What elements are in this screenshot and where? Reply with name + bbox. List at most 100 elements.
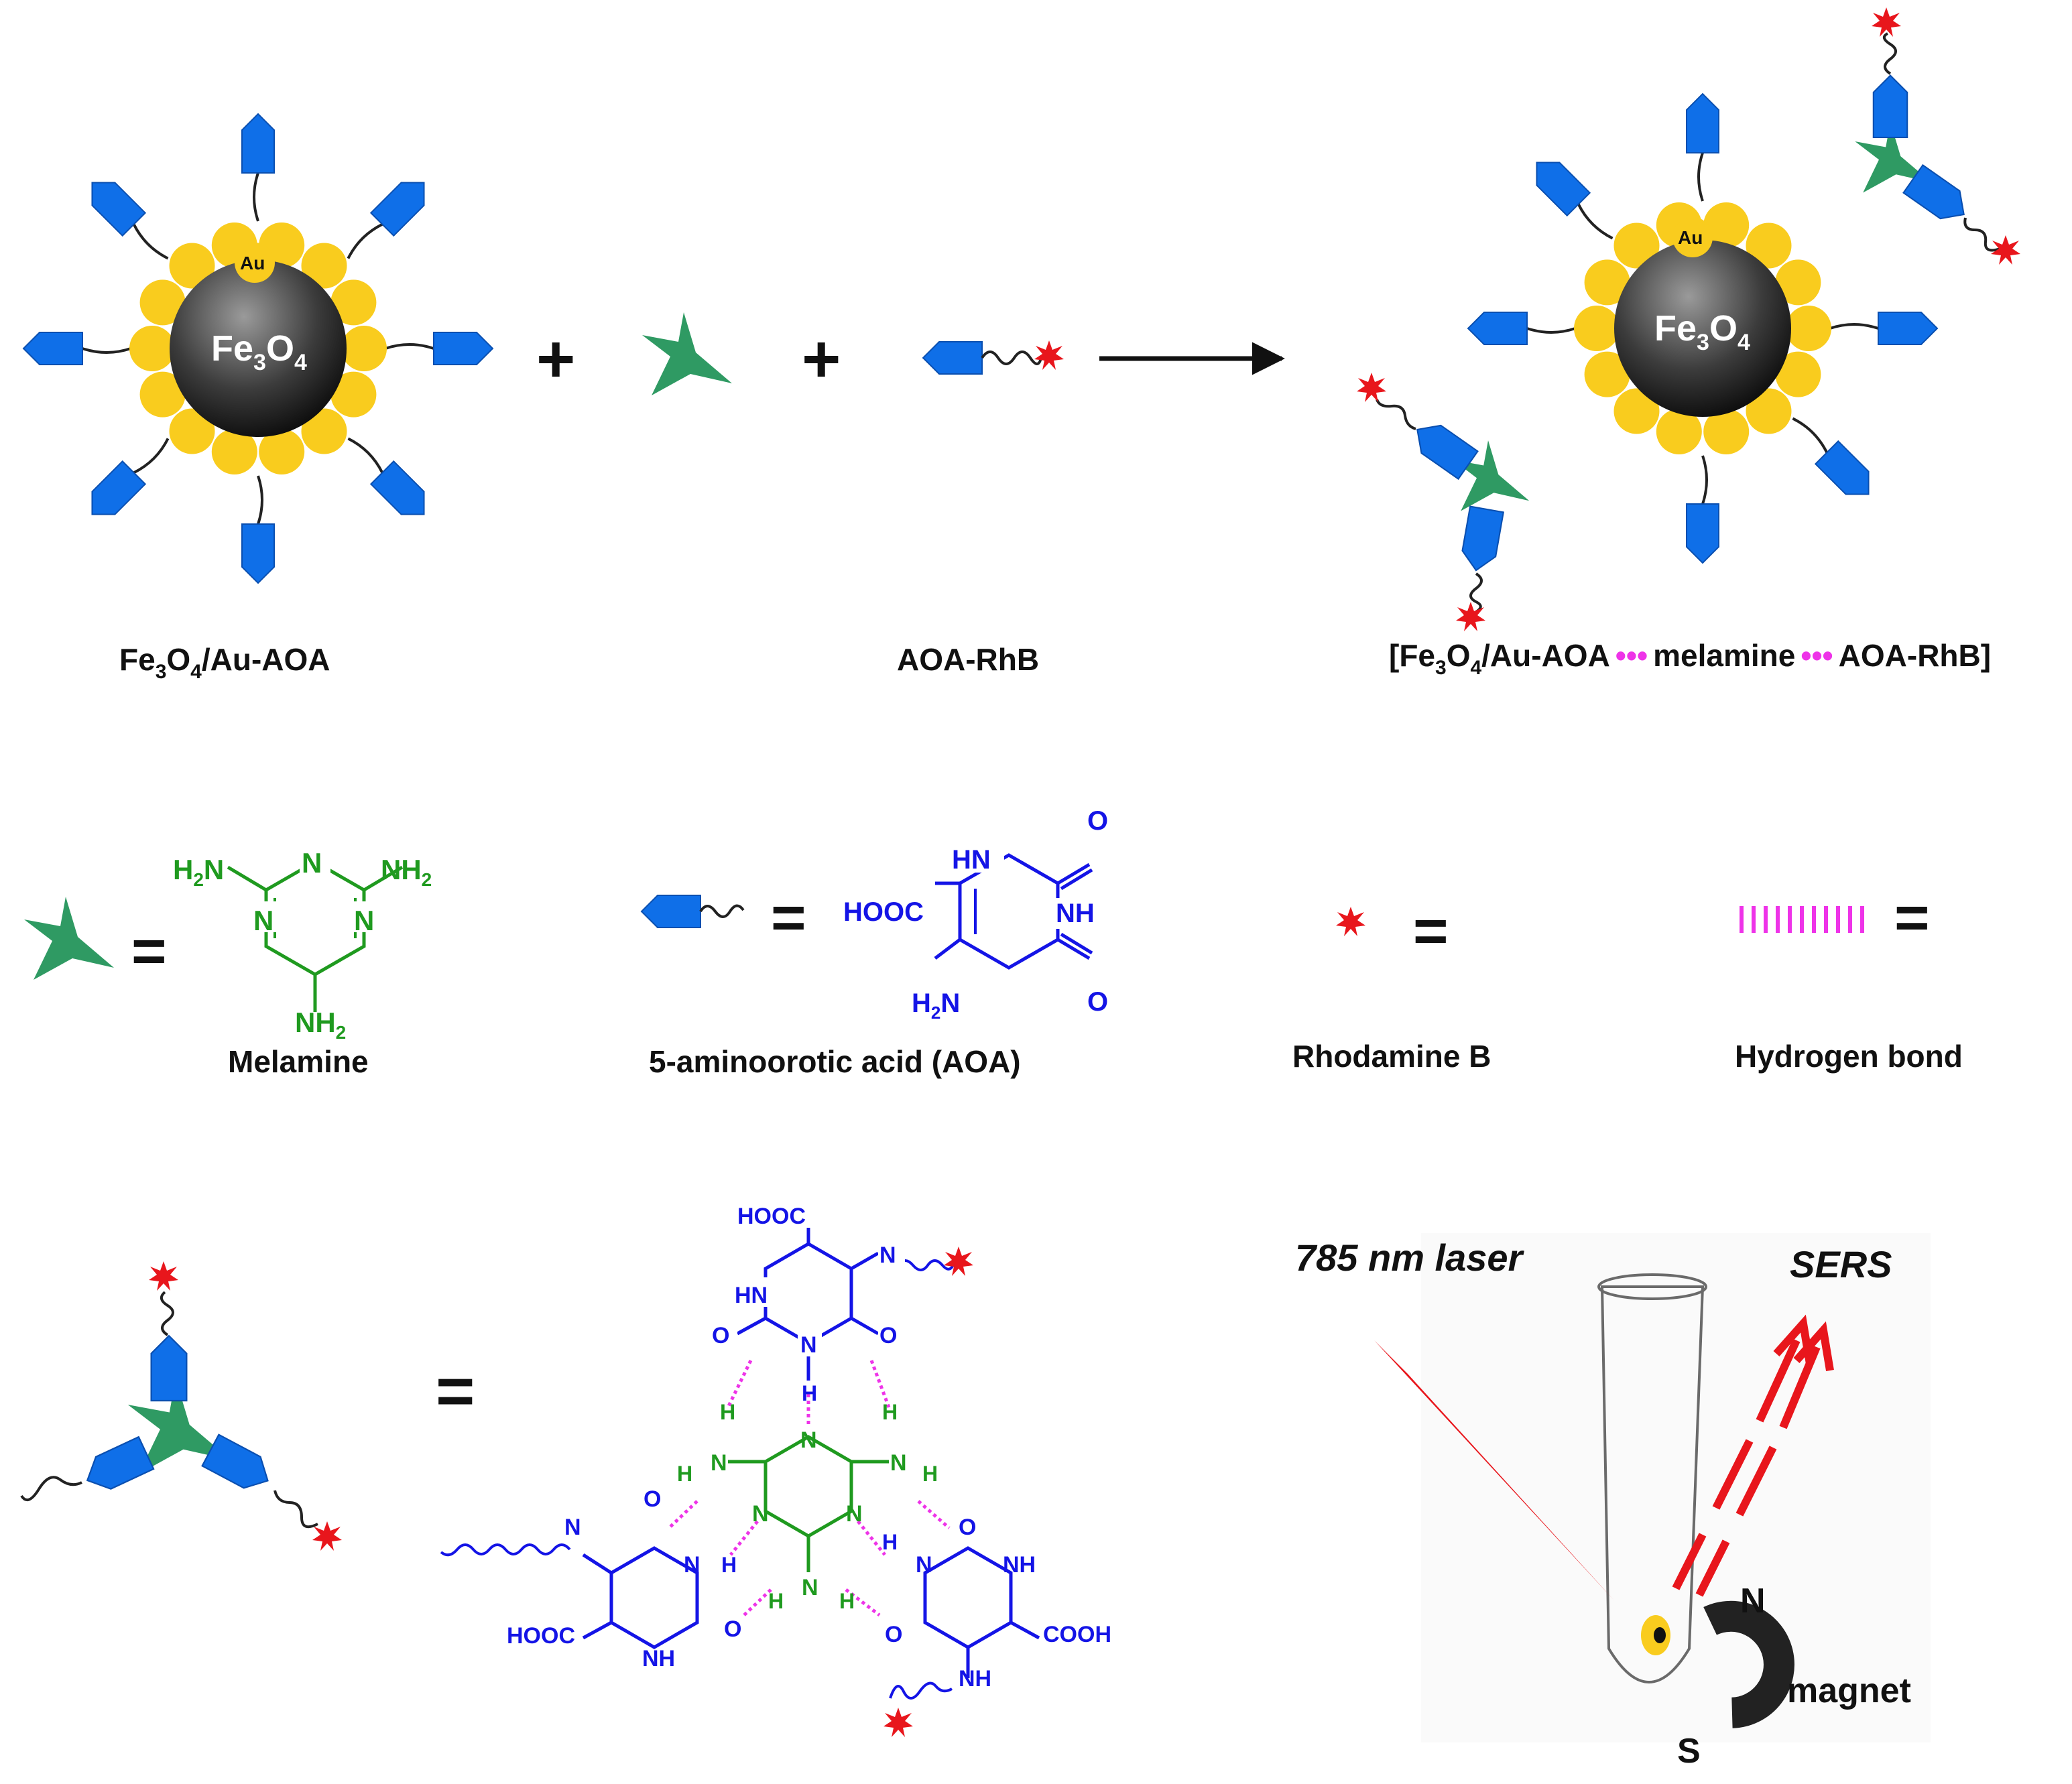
legend-equals-aoa: = bbox=[771, 885, 806, 952]
aoa-ligand bbox=[241, 113, 275, 222]
h-top-ring: H bbox=[802, 1381, 817, 1405]
gold-nanoparticle bbox=[259, 429, 305, 474]
legend-aoa-icon bbox=[641, 895, 745, 928]
sers-signal-arrows bbox=[1672, 1314, 1834, 1597]
gold-nanoparticle bbox=[1584, 351, 1630, 397]
h-melamine-5: H bbox=[768, 1589, 784, 1613]
o-left-ring: O bbox=[644, 1486, 661, 1512]
magnet-south-label: S bbox=[1677, 1732, 1701, 1771]
o-left-bottom: O bbox=[724, 1616, 741, 1642]
gold-nanoparticle bbox=[330, 279, 377, 326]
fe3o4-au-aoa-particle: Fe3O4 Au bbox=[23, 113, 493, 584]
h-melamine-6: H bbox=[839, 1589, 855, 1613]
n-melamine-right: N bbox=[890, 1450, 907, 1476]
melamine-n-right: N bbox=[354, 905, 374, 936]
gold-nanoparticle bbox=[169, 408, 215, 454]
gold-nanoparticle bbox=[1703, 409, 1750, 454]
h-melamine-1: H bbox=[720, 1400, 735, 1424]
aoa-ligand bbox=[385, 332, 493, 365]
sample-tube bbox=[1600, 1285, 1705, 1683]
melamine-h2n: H2N bbox=[173, 854, 224, 890]
aoa-hn: HN bbox=[952, 845, 991, 875]
melamine-complex-bottom-left bbox=[1357, 373, 1530, 631]
gold-nanoparticle bbox=[139, 371, 186, 418]
fe3o4-core bbox=[1614, 240, 1791, 417]
aoa-hooc: HOOC bbox=[843, 897, 924, 927]
legend-melamine-label: Melamine bbox=[228, 1044, 369, 1079]
caption-product: [Fe3O4/Au-AOA•••melamine•••AOA-RhB] bbox=[1389, 638, 1991, 679]
aoa-ligand bbox=[80, 170, 169, 260]
aoa-o-bottom: O bbox=[1087, 987, 1108, 1017]
aoa-ligand bbox=[1829, 312, 1938, 345]
hooc-left: HOOC bbox=[507, 1623, 575, 1649]
nh-right: NH bbox=[1003, 1552, 1036, 1578]
magnet-icon bbox=[1703, 1600, 1794, 1728]
gold-nanoparticle bbox=[1775, 351, 1821, 397]
n-right-ring: N bbox=[916, 1552, 932, 1578]
n-top-amine: N bbox=[879, 1243, 896, 1268]
n-top-ring: N bbox=[800, 1332, 817, 1358]
aoa-structure bbox=[934, 853, 1093, 970]
gold-nanoparticle bbox=[129, 326, 175, 371]
caption-left-particle: Fe3O4/Au-AOA bbox=[119, 642, 330, 683]
gold-nanoparticle bbox=[341, 326, 387, 371]
melamine-complex-top-right bbox=[1855, 7, 2020, 265]
magnet-north-label: N bbox=[1740, 1582, 1766, 1620]
melamine-structure bbox=[227, 860, 404, 1012]
n-ring-left: N bbox=[752, 1501, 769, 1527]
magnet-label: magnet bbox=[1787, 1671, 1911, 1710]
aoa-rhb-conjugate bbox=[922, 340, 1064, 375]
melamine-nh2-bottom: NH2 bbox=[295, 1007, 346, 1043]
equals-complex: = bbox=[436, 1354, 475, 1429]
h-right-ring: H bbox=[882, 1530, 898, 1554]
h-melamine-2: H bbox=[882, 1400, 898, 1424]
o-right-left: O bbox=[885, 1622, 902, 1647]
au-label: Au bbox=[240, 253, 265, 273]
gold-nanoparticle bbox=[330, 371, 377, 418]
h-melamine-4: H bbox=[922, 1462, 938, 1486]
hn-left: NH bbox=[642, 1646, 675, 1671]
gold-nanoparticle bbox=[1775, 259, 1821, 306]
plus-sign-2: + bbox=[802, 322, 841, 397]
aoa-h2n: H2N bbox=[912, 989, 960, 1023]
aoa-ligand bbox=[241, 475, 275, 584]
melamine-complex-icon bbox=[20, 1261, 342, 1551]
gold-nanoparticle bbox=[1703, 202, 1750, 248]
legend-equals-rhodamine: = bbox=[1413, 898, 1449, 965]
detection-setup bbox=[1374, 1233, 1931, 1742]
nh-right-amine: NH bbox=[959, 1666, 991, 1692]
core-label: Fe3O4 bbox=[1654, 308, 1750, 355]
au-labeled-particle bbox=[1672, 217, 1713, 257]
fe3o4-core bbox=[170, 260, 347, 437]
laser-beam bbox=[1374, 1340, 1614, 1600]
melamine-n-left: N bbox=[253, 905, 273, 936]
aoa-ligand bbox=[1792, 417, 1881, 507]
legend-equals-melamine: = bbox=[131, 918, 167, 985]
n-ring-top: N bbox=[800, 1427, 817, 1453]
n-left-ring: N bbox=[684, 1552, 700, 1578]
aoa-ligand bbox=[80, 438, 170, 527]
aoa-ligand-set bbox=[1467, 93, 1938, 564]
gold-nanoparticle bbox=[139, 279, 186, 326]
cooh-right: COOH bbox=[1043, 1622, 1111, 1647]
product-particle: Fe3O4 Au bbox=[1467, 93, 1938, 564]
aoa-ligand bbox=[23, 332, 131, 365]
hbonded-complex-structure bbox=[440, 1213, 1040, 1737]
gold-nanoparticle bbox=[1786, 306, 1831, 351]
aoa-ligand bbox=[347, 437, 436, 527]
legend-melamine-star-icon bbox=[24, 897, 114, 980]
n-melamine-bottom: N bbox=[802, 1575, 818, 1600]
h-left-ring: H bbox=[721, 1553, 737, 1577]
gold-nanoparticle bbox=[1656, 409, 1702, 454]
melamine-star-icon bbox=[642, 312, 732, 395]
n-left-amine: N bbox=[564, 1515, 581, 1540]
gold-nanoparticle bbox=[1574, 306, 1620, 351]
plus-sign-1: + bbox=[536, 322, 575, 397]
aoa-ligand bbox=[1467, 312, 1576, 345]
o-top-left: O bbox=[712, 1323, 729, 1348]
au-label: Au bbox=[1678, 227, 1703, 248]
gold-nanoparticle bbox=[301, 408, 347, 454]
aoa-ligand-set bbox=[23, 113, 493, 584]
legend-rhodamine-burst-icon bbox=[1336, 907, 1365, 936]
